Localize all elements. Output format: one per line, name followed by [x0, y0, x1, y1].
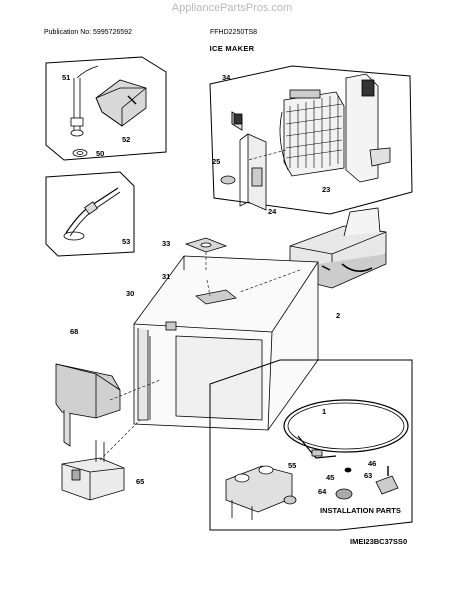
- callout-30: 30: [126, 289, 134, 298]
- callout-53: 53: [122, 237, 130, 246]
- callout-34: 34: [222, 73, 231, 82]
- part-68-cover: [55, 363, 121, 447]
- inset-box-fill-tube: [45, 171, 135, 257]
- callout-24: 24: [268, 207, 277, 216]
- callout-23: 23: [322, 185, 330, 194]
- watermark: AppliancePartsPros.com: [171, 2, 293, 14]
- callout-51: 51: [62, 73, 70, 82]
- part-65-bracket: [61, 440, 125, 501]
- inset-box-ejector-heater: [209, 65, 413, 215]
- callout-1: 1: [322, 407, 326, 416]
- callout-68: 68: [70, 327, 78, 336]
- callout-31: 31: [162, 272, 170, 281]
- diagram-code: IMEI23BC37SS0: [350, 537, 408, 546]
- page-title: ICE MAKER: [209, 44, 255, 53]
- callout-52: 52: [122, 135, 130, 144]
- callout-50: 50: [96, 149, 104, 158]
- model-number: FFHD2250TS8: [210, 29, 258, 36]
- callout-63: 63: [364, 471, 372, 480]
- inset-box-installation: [209, 359, 413, 531]
- installation-parts-label: INSTALLATION PARTS: [320, 506, 401, 515]
- inset-box-tube-cover: [45, 56, 167, 161]
- part-30-ice-bin: [133, 255, 319, 431]
- callout-65: 65: [136, 477, 144, 486]
- leader-lines: [99, 149, 301, 461]
- callout-55: 55: [288, 461, 296, 470]
- callout-64: 64: [318, 487, 327, 496]
- callout-33: 33: [162, 239, 170, 248]
- callout-45: 45: [326, 473, 334, 482]
- callout-2: 2: [336, 311, 340, 320]
- publication-number: Publication No: 5995726592: [44, 29, 132, 36]
- callout-46: 46: [368, 459, 376, 468]
- callout-25: 25: [212, 157, 220, 166]
